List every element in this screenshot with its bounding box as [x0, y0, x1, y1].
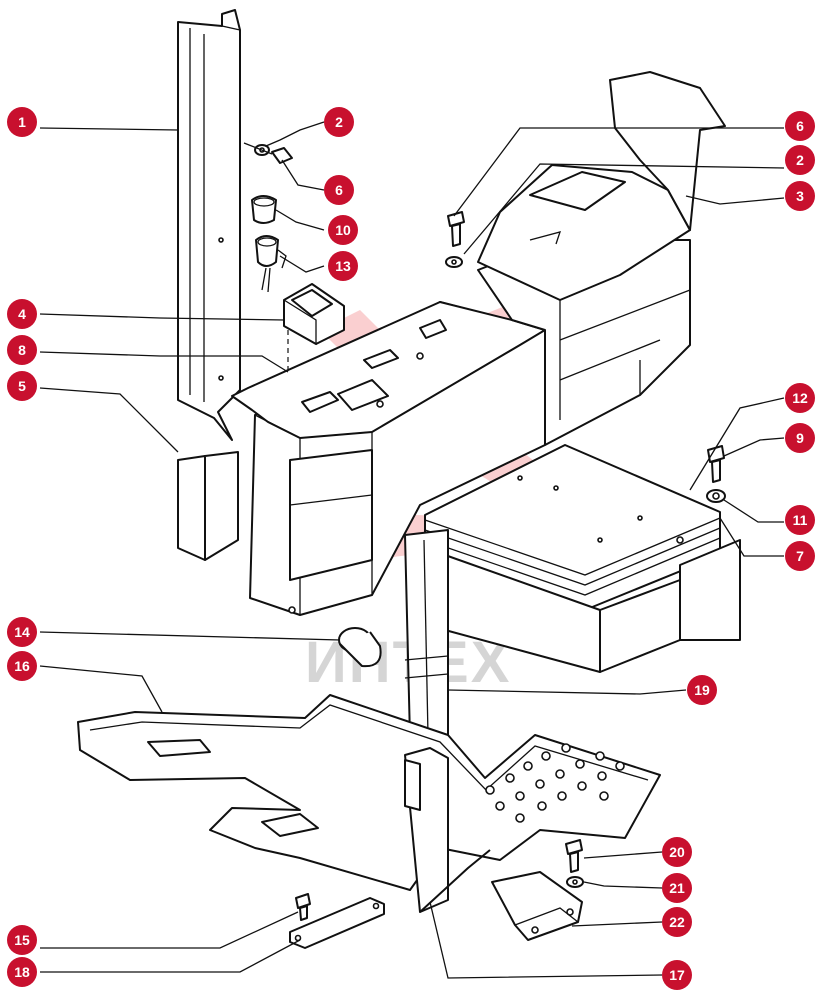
callout-9: 9 — [785, 423, 815, 453]
callout-2-right: 2 — [785, 145, 815, 175]
svg-text:1: 1 — [18, 114, 26, 130]
part-6-bolt-right — [447, 211, 465, 247]
part-11-washer — [706, 489, 726, 503]
upper-console — [477, 71, 726, 446]
callout-16: 16 — [7, 651, 37, 681]
part-10-cap — [251, 195, 277, 224]
svg-text:18: 18 — [14, 964, 30, 980]
callout-15: 15 — [7, 925, 37, 955]
callout-14: 14 — [7, 617, 37, 647]
part-15-screw — [295, 893, 311, 921]
callout-5: 5 — [7, 371, 37, 401]
callout-12: 12 — [785, 383, 815, 413]
part-9-bolt — [707, 445, 725, 483]
callout-22: 22 — [662, 907, 692, 937]
console-housing — [231, 301, 546, 616]
callout-19: 19 — [687, 675, 717, 705]
callout-18: 18 — [7, 957, 37, 987]
svg-text:7: 7 — [796, 548, 804, 564]
part-1-column — [177, 9, 241, 441]
part-13-socket — [255, 235, 287, 293]
part-4-switch — [283, 283, 345, 400]
svg-text:2: 2 — [335, 114, 343, 130]
callout-20: 20 — [662, 837, 692, 867]
svg-text:6: 6 — [796, 118, 804, 134]
svg-text:17: 17 — [669, 967, 685, 983]
svg-text:15: 15 — [14, 932, 30, 948]
part-22-bracket — [491, 871, 583, 941]
callout-13: 13 — [328, 251, 358, 281]
svg-text:19: 19 — [694, 682, 710, 698]
callout-17: 17 — [662, 960, 692, 990]
callout-7: 7 — [785, 541, 815, 571]
part-19-channel — [404, 529, 449, 739]
part-2-washer-right — [445, 256, 463, 268]
svg-text:11: 11 — [793, 512, 808, 528]
part-5-bracket — [177, 451, 239, 561]
callout-10: 10 — [328, 215, 358, 245]
svg-text:13: 13 — [335, 258, 351, 274]
callout-8: 8 — [7, 335, 37, 365]
svg-text:9: 9 — [796, 430, 804, 446]
svg-text:22: 22 — [669, 914, 685, 930]
callout-6-right: 6 — [785, 111, 815, 141]
callout-1: 1 — [7, 107, 37, 137]
callout-11: 11 — [785, 505, 815, 535]
part-17-post — [404, 747, 491, 913]
svg-text:8: 8 — [18, 342, 26, 358]
svg-text:20: 20 — [669, 844, 685, 860]
svg-text:6: 6 — [335, 182, 343, 198]
svg-text:5: 5 — [18, 378, 26, 394]
svg-text:21: 21 — [669, 880, 685, 896]
svg-text:10: 10 — [335, 222, 351, 238]
battery-box — [424, 444, 741, 673]
part-21-washer — [566, 876, 584, 888]
svg-text:16: 16 — [14, 658, 30, 674]
callout-2-top: 2 — [324, 107, 354, 137]
svg-text:2: 2 — [796, 152, 804, 168]
part-6-bolt — [243, 142, 293, 164]
callout-6-top: 6 — [324, 175, 354, 205]
part-20-bolt — [565, 839, 583, 873]
callout-4: 4 — [7, 299, 37, 329]
svg-text:4: 4 — [18, 306, 26, 322]
svg-text:14: 14 — [14, 624, 30, 640]
leader-lines — [39, 121, 785, 979]
callout-21: 21 — [662, 873, 692, 903]
svg-text:12: 12 — [792, 390, 808, 406]
callout-3: 3 — [785, 181, 815, 211]
svg-text:3: 3 — [796, 188, 804, 204]
part-16-floor-plate — [77, 694, 661, 891]
